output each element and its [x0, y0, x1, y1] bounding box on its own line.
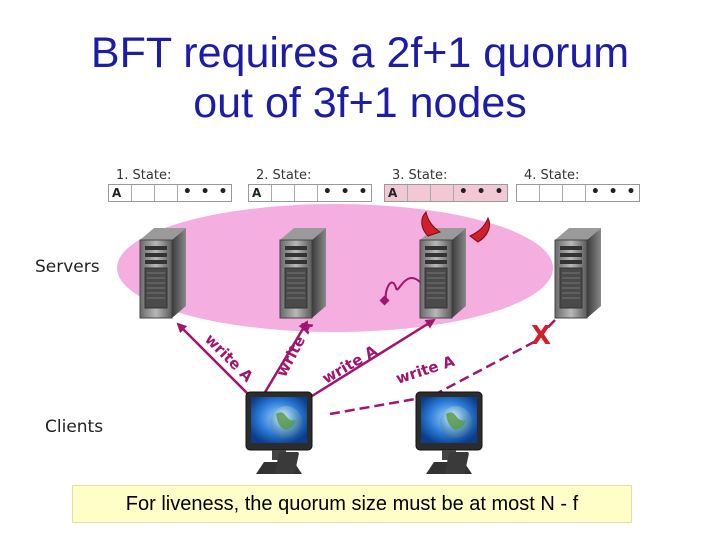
- server-tower-icon: [139, 228, 186, 319]
- state-label-1: 1. State:: [116, 168, 172, 183]
- title-line-1: BFT requires a 2f+1 quorum: [90, 29, 630, 77]
- state-cell-value: A: [109, 185, 133, 201]
- write-arrow-3: [311, 318, 436, 398]
- desktop-monitor-icon: [245, 391, 313, 474]
- state-label-4: 4. State:: [524, 168, 580, 183]
- write-arrow-2: [262, 320, 309, 395]
- devil-horns-icon: [421, 210, 491, 243]
- slide-title: BFT requires a 2f+1 quorum out of 3f+1 n…: [0, 28, 720, 128]
- state-ellipsis: • • •: [454, 185, 507, 201]
- state-cell-value: A: [385, 185, 409, 201]
- server-tower-icon: [554, 228, 601, 319]
- server-tower-icon: [279, 228, 326, 319]
- failure-x-mark: X: [531, 321, 551, 351]
- clients-label: Clients: [45, 417, 104, 437]
- servers-label: Servers: [35, 257, 100, 277]
- write-label-1: write A: [201, 330, 257, 386]
- write-arrow-1: [176, 322, 253, 399]
- state-label-2: 2. State:: [256, 168, 312, 183]
- write-label-3: write A: [319, 341, 381, 387]
- state-row-3: A • • •: [384, 184, 508, 202]
- state-cell-value: [517, 185, 541, 201]
- state-label-3: 3. State:: [392, 168, 448, 183]
- server-tower-icon: [419, 228, 466, 319]
- liveness-note: For liveness, the quorum size must be at…: [72, 485, 632, 523]
- desktop-monitor-icon: [415, 391, 483, 474]
- state-row-4: • • •: [516, 184, 640, 202]
- state-cell-value: A: [249, 185, 273, 201]
- state-row-2: A • • •: [248, 184, 372, 202]
- malicious-squiggle: [384, 277, 421, 301]
- state-ellipsis: • • •: [182, 184, 230, 200]
- state-ellipsis: • • •: [322, 184, 370, 200]
- state-row-1: A • • •: [108, 184, 232, 202]
- title-line-2: out of 3f+1 nodes: [193, 79, 527, 127]
- write-label-4: write A: [394, 352, 458, 388]
- squiggle-end-mark: [379, 295, 390, 306]
- state-ellipsis: • • •: [590, 184, 638, 200]
- write-arrow-4-dashed: [329, 340, 535, 416]
